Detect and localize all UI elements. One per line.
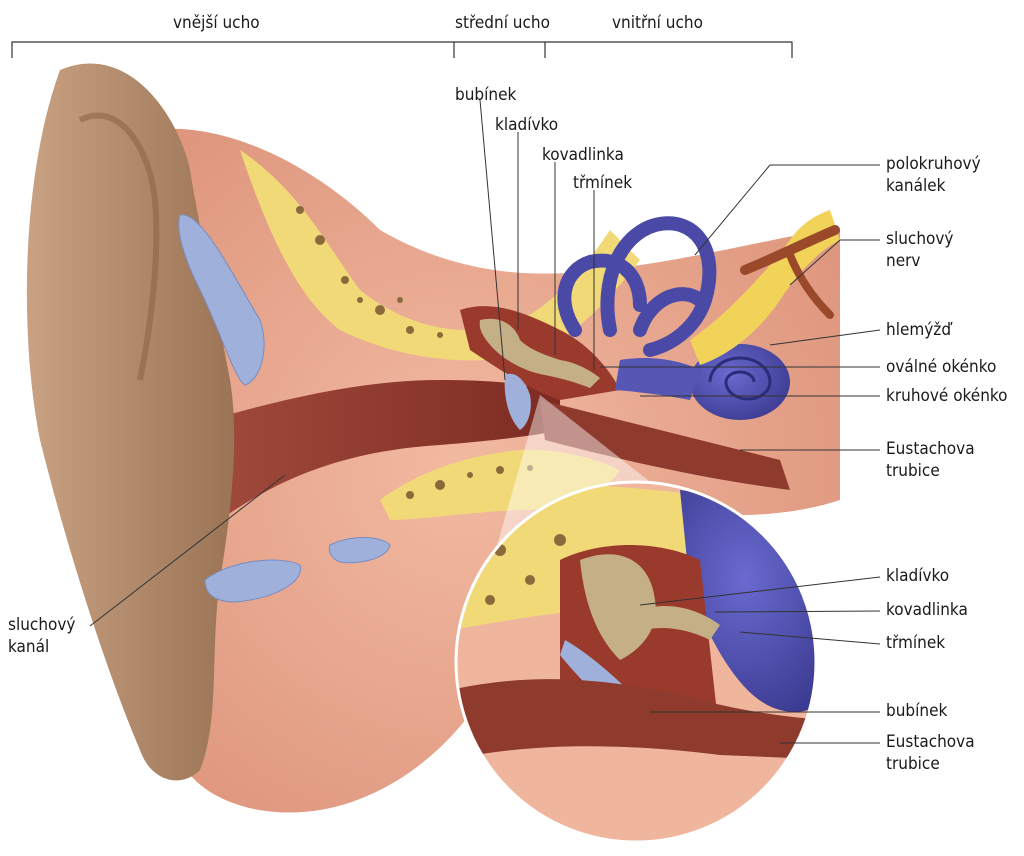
label-semicircular-canal: polokruhový kanálek xyxy=(886,153,981,197)
outer-ear-header: vnější ucho xyxy=(173,12,260,34)
inset-label-eustachian-tube: Eustachova trubice xyxy=(886,731,975,775)
label-auditory-nerve: sluchový nerv xyxy=(886,228,953,272)
label-incus: kovadlinka xyxy=(542,144,624,166)
label-oval-window: oválné okénko xyxy=(886,356,996,378)
inset-label-incus: kovadlinka xyxy=(886,599,968,621)
label-malleus: kladívko xyxy=(495,114,558,136)
label-round-window: kruhové okénko xyxy=(886,385,1008,407)
label-stapes: třmínek xyxy=(573,172,632,194)
label-eustachian-tube: Eustachova trubice xyxy=(886,438,975,482)
middle-ear-header: střední ucho xyxy=(455,12,550,34)
label-cochlea: hlemýžď xyxy=(886,319,951,341)
label-ear-canal: sluchový kanál xyxy=(8,614,75,658)
inner-ear-header: vnitřní ucho xyxy=(612,12,703,34)
inset-label-stapes: třmínek xyxy=(886,632,945,654)
section-brackets xyxy=(12,42,792,58)
inset-label-eardrum: bubínek xyxy=(886,700,947,722)
label-eardrum: bubínek xyxy=(455,84,516,106)
inset-label-malleus: kladívko xyxy=(886,565,949,587)
